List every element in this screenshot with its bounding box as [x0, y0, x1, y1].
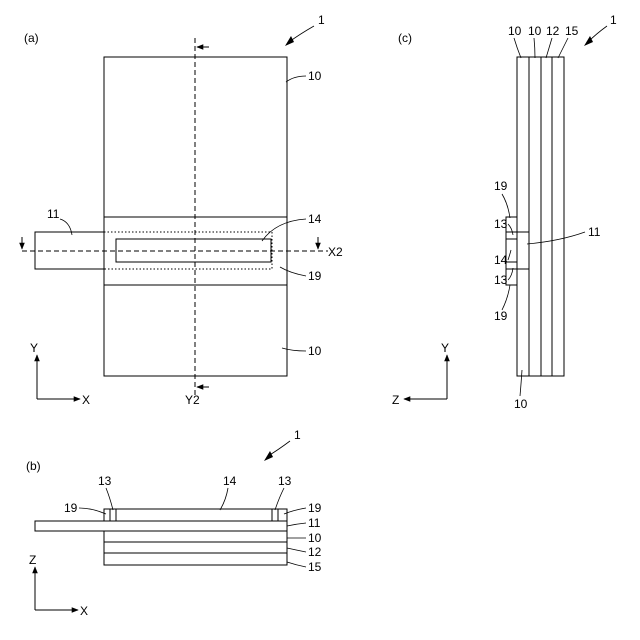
ref-15-c: 15: [565, 24, 579, 38]
ref-14-a: 14: [308, 212, 322, 226]
ref-10-upper: 10: [308, 69, 322, 83]
panel-c-ref-arrowhead: [584, 36, 593, 46]
ref-13-c-top: 13: [494, 217, 508, 231]
lead-12-c: [546, 38, 552, 58]
lead-10-c-2: [534, 38, 535, 58]
panel-b-ref-arrowhead: [264, 451, 273, 461]
ref-19-b-left: 19: [64, 501, 78, 515]
axis-y-label-a: Y: [30, 341, 38, 355]
axis-z-label-b: Z: [29, 553, 36, 567]
ref-10-c-1: 10: [508, 24, 522, 38]
lead-15-c: [558, 38, 568, 58]
panel-b-ref: 1: [294, 428, 301, 442]
lead-19-c-bottom: [502, 285, 510, 310]
panel-b: (b) 1 19 13 14 13 19 11 10 12 15: [26, 428, 322, 618]
panel-c-ref: 1: [610, 13, 617, 27]
lead-10-c-1: [514, 38, 521, 58]
panel-a-ref: 1: [318, 13, 325, 27]
ref-11-b: 11: [308, 516, 321, 530]
ref-11-c: 11: [588, 225, 601, 239]
lead-10-upper: [286, 76, 306, 82]
ref-14-c: 14: [494, 253, 508, 267]
layer-10-first: [104, 531, 287, 542]
ref-11-a: 11: [47, 207, 60, 221]
ref-12-c: 12: [546, 24, 560, 38]
panel-a-ref-arrowhead: [285, 36, 294, 46]
axis-y-label-c: Y: [441, 341, 449, 355]
lead-13-b-left: [106, 488, 113, 510]
ref-19-a: 19: [308, 269, 322, 283]
lead-12-b: [287, 548, 306, 552]
ref-10-c-bottom: 10: [514, 397, 528, 411]
ref-10-c-2: 10: [528, 24, 542, 38]
ref-19-c-bottom: 19: [494, 309, 508, 323]
layer-12: [104, 553, 287, 565]
panel-c-label: (c): [398, 31, 412, 45]
ref-13-c-bottom: 13: [494, 273, 508, 287]
lead-11-b: [287, 523, 306, 526]
ref-19-b-right: 19: [308, 501, 322, 515]
ref-10-lower: 10: [308, 344, 322, 358]
section-mark-y2: Y2: [185, 393, 200, 407]
lead-15-b: [287, 562, 306, 567]
lead-13-b-right: [275, 488, 284, 510]
panel-c: (c) 1 10 10 12 15 19 13 14 13 1: [392, 13, 617, 411]
panel-a-label: (a): [24, 31, 39, 45]
element-11-side: [517, 232, 529, 269]
ref-15-b: 15: [308, 560, 322, 574]
section-mark-x2: X2: [328, 245, 343, 259]
axis-x-label-b: X: [80, 604, 88, 618]
element-11-tab: [35, 232, 104, 269]
lead-19-b-left: [79, 508, 106, 514]
ref-13-b-right: 13: [278, 474, 292, 488]
layer-10-second: [104, 542, 287, 553]
ref-10-b: 10: [308, 531, 322, 545]
lead-19-c-top: [502, 194, 510, 218]
axis-x-label-a: X: [82, 393, 90, 407]
axis-z-label-c: Z: [392, 393, 399, 407]
layer-11: [35, 521, 287, 531]
layer-19-14-13: [104, 509, 287, 521]
ref-19-c-top: 19: [494, 179, 508, 193]
ref-14-b: 14: [223, 474, 237, 488]
ref-12-b: 12: [308, 545, 322, 559]
panel-a: (a) 1 X2 Y2 10 10 11 14 19: [22, 13, 343, 407]
panel-b-label: (b): [26, 459, 41, 473]
ref-13-b-left: 13: [98, 474, 112, 488]
lead-14-b: [220, 488, 228, 510]
